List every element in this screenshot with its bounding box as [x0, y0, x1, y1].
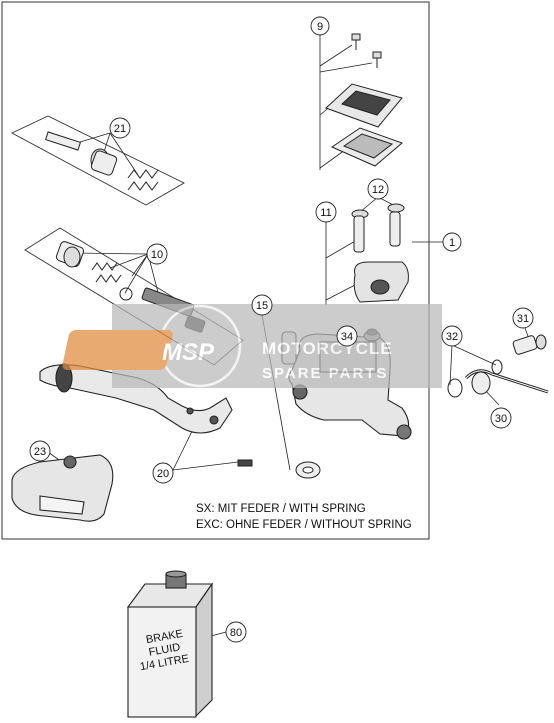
diagram-frame — [1, 1, 430, 540]
svg-text:11: 11 — [320, 207, 331, 219]
hand-guard-23 — [11, 454, 114, 522]
svg-text:10: 10 — [151, 249, 163, 261]
brake-fluid-bottle: BRAKE FLUID 1/4 LITRE — [126, 570, 214, 718]
clamp-screw-1 — [351, 209, 369, 253]
callouts: 9 21 12 11 1 10 15 34 32 31 30 23 20 80 — [29, 16, 534, 643]
callout-23: 23 — [29, 440, 51, 462]
svg-text:1: 1 — [449, 237, 455, 249]
svg-text:23: 23 — [34, 446, 46, 458]
callout-80: 80 — [225, 621, 247, 643]
callout-11: 11 — [315, 201, 337, 223]
svg-text:9: 9 — [317, 21, 323, 33]
washer-15 — [295, 461, 321, 479]
callout-30: 30 — [490, 407, 512, 429]
callout-12: 12 — [367, 178, 389, 200]
callout-1: 1 — [442, 232, 462, 252]
watermark-line2: SPARE PARTS — [262, 365, 388, 382]
clamp-assembly — [351, 203, 409, 303]
svg-text:21: 21 — [114, 123, 126, 135]
svg-text:15: 15 — [256, 300, 268, 312]
callout-20: 20 — [152, 462, 174, 484]
callout-15: 15 — [251, 294, 273, 316]
watermark-logo-text: MSP — [162, 339, 215, 366]
screw-top-2 — [372, 51, 382, 68]
bottle-label-line2: FLUID — [148, 641, 181, 658]
pin-20 — [237, 459, 253, 467]
svg-text:31: 31 — [517, 313, 529, 325]
watermark-line1: MOTORCYCLE — [262, 339, 393, 358]
screw-top — [351, 33, 361, 50]
note-sx: SX: MIT FEDER / WITH SPRING — [196, 503, 366, 515]
callout-34: 34 — [336, 325, 358, 347]
watermark-logo-badge — [62, 330, 173, 370]
svg-text:20: 20 — [157, 468, 169, 480]
callout-31: 31 — [512, 307, 534, 329]
callout-21: 21 — [109, 117, 131, 139]
callout-10: 10 — [146, 243, 168, 265]
svg-text:30: 30 — [495, 413, 507, 425]
watermark: MSP MOTORCYCLE SPARE PARTS — [62, 304, 442, 388]
reservoir-cover-assembly — [325, 33, 403, 167]
spring-kit-21 — [44, 131, 159, 191]
brake-line-assembly — [447, 334, 549, 398]
clamp-screw-2 — [387, 203, 405, 247]
bottle-cap — [165, 570, 187, 589]
svg-text:32: 32 — [446, 331, 458, 343]
svg-text:80: 80 — [230, 627, 242, 639]
spring-10 — [91, 262, 122, 283]
spring-21 — [127, 169, 159, 191]
note-exc: EXC: OHNE FEDER / WITHOUT SPRING — [196, 519, 412, 531]
svg-text:34: 34 — [341, 331, 353, 343]
callout-9: 9 — [310, 16, 330, 36]
callout-32: 32 — [441, 325, 463, 347]
svg-text:12: 12 — [372, 184, 384, 196]
